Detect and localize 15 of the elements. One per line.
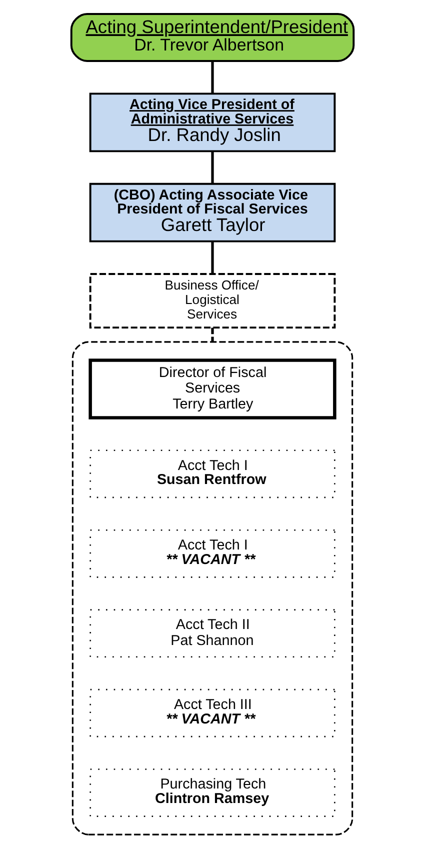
node-box: Acct Tech I ** VACANT ** [89,529,335,578]
node-box: Acting Vice President of Administrative Services Dr. Randy Joslin [88,92,336,152]
node-box: Acct Tech I Susan Rentfrow [89,450,335,498]
connector [210,151,214,184]
connector [210,61,214,94]
node-box: Acct Tech II Pat Shannon [89,609,335,658]
node-box: Acting Superintendent/President Dr. Trevor Albertson [70,12,354,62]
node-box: Acct Tech III ** VACANT ** [89,688,335,738]
cluster [71,341,353,836]
node-box: Director of Fiscal Services Terry Bartley [88,358,336,420]
node-box: Business Office/ Logistical Services [88,273,336,329]
node-box: Purchasing Tech Clintron Ramsey [89,768,335,817]
node-box: (CBO) Acting Associate Vice President of Fiscal Services Garett Taylor [88,182,336,242]
connector [210,241,214,274]
connector [210,328,214,342]
